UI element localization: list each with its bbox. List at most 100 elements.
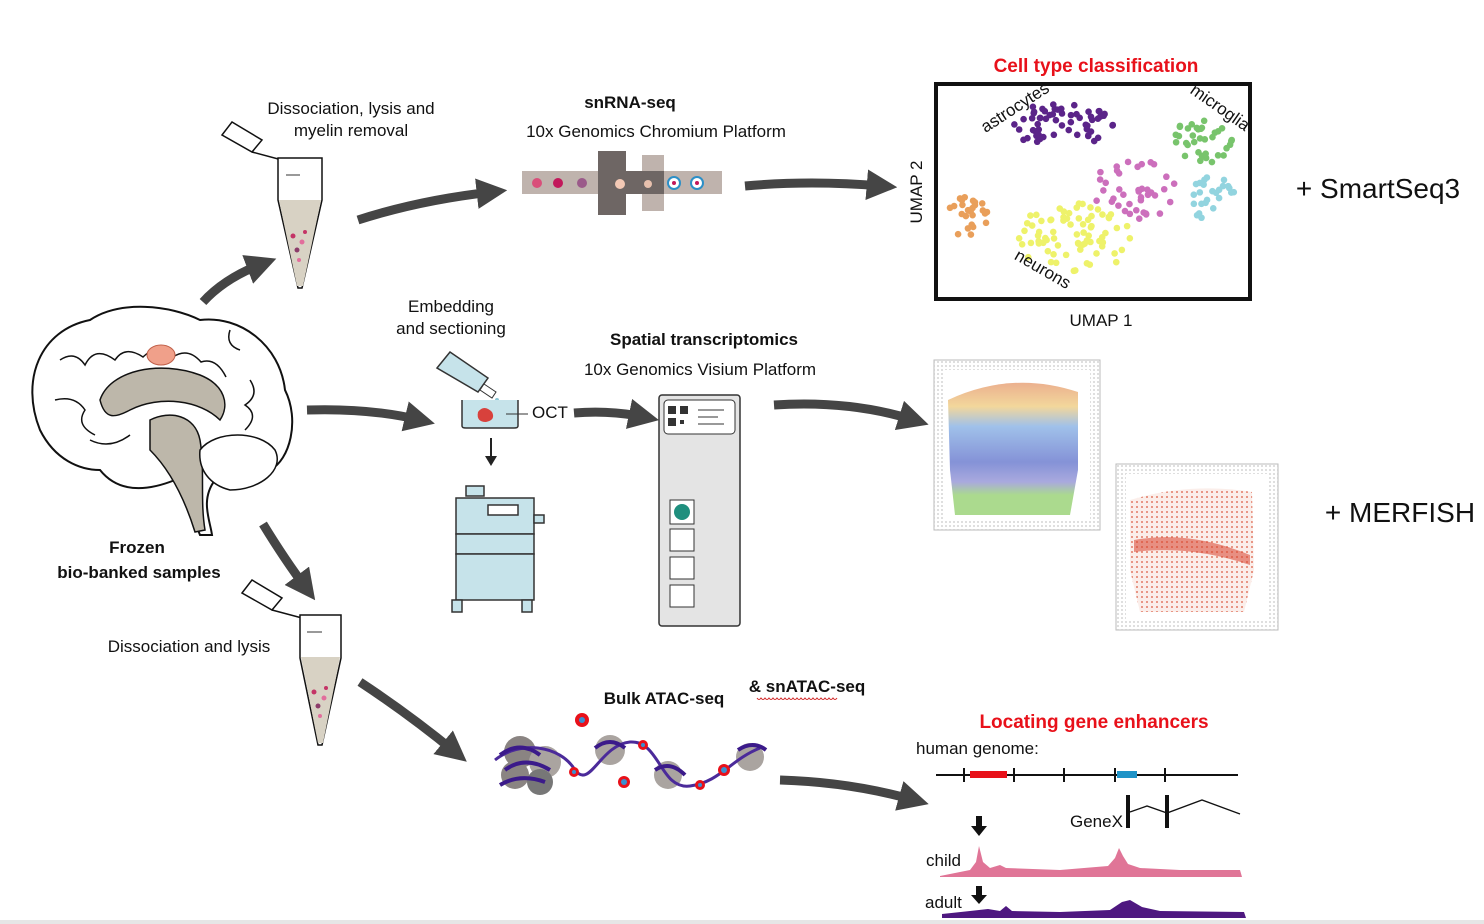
umap-cell-point xyxy=(1096,107,1103,115)
umap-title: Cell type classification xyxy=(994,56,1199,77)
umap-cell-point xyxy=(979,207,987,214)
umap-cell-point xyxy=(1201,176,1208,184)
umap-cell-point xyxy=(1046,111,1054,119)
umap-cell-point xyxy=(1027,212,1034,219)
arrow-brain-to-embedding xyxy=(306,401,435,432)
umap-cell-point xyxy=(1021,227,1028,235)
umap-cell-point xyxy=(1054,106,1062,113)
umap-cell-point xyxy=(1034,232,1042,239)
umap-cell-point xyxy=(1190,200,1198,208)
umap-cell-point xyxy=(1085,108,1092,116)
tube-top-icon xyxy=(220,121,323,289)
umap-cell-point xyxy=(982,219,990,227)
umap-cell-point xyxy=(967,207,974,215)
umap-cell-point xyxy=(1096,176,1104,183)
umap-cell-point xyxy=(1156,210,1164,217)
umap-cell-point xyxy=(1144,186,1151,193)
umap-cell-point xyxy=(1198,214,1205,222)
umap-cell-point xyxy=(1097,168,1104,176)
umap-cell-point xyxy=(1058,122,1066,129)
umap-cell-point xyxy=(1076,114,1083,122)
umap-cell-point xyxy=(1203,196,1211,204)
umap-cell-point xyxy=(1196,135,1204,142)
umap-cell-point xyxy=(1020,115,1027,123)
umap-cell-point xyxy=(1190,191,1198,199)
umap-cell-point xyxy=(1049,228,1057,236)
umap-cell-point xyxy=(978,200,986,207)
umap-cell-point xyxy=(1070,101,1078,109)
umap-cell-point xyxy=(1184,141,1191,149)
umap-cell-point xyxy=(1088,116,1096,124)
umap-cell-point xyxy=(1113,167,1121,175)
oct-bottle-icon xyxy=(435,350,499,402)
umap-cell-point xyxy=(1083,260,1091,267)
umap-cell-point xyxy=(1147,159,1155,166)
umap-cell-point xyxy=(1070,267,1078,275)
cryostat-icon xyxy=(451,485,545,613)
umap-cell-point xyxy=(1050,250,1057,258)
embedding-mold-icon xyxy=(461,400,528,429)
top-step-label-line1: Dissociation, lysis and xyxy=(267,99,434,118)
umap-cell-point xyxy=(1073,231,1081,238)
track-label-adult: adult xyxy=(925,893,962,912)
umap-cell-point xyxy=(1087,224,1095,231)
umap-cell-point xyxy=(1080,229,1087,236)
source-label-line2: bio-banked samples xyxy=(57,563,220,582)
umap-cell-point xyxy=(961,193,969,201)
arrow-brain-to-lower-tube xyxy=(259,521,316,601)
arrow-visium-to-spatial xyxy=(773,399,929,431)
umap-cell-point xyxy=(1184,125,1192,132)
umap-cell-point xyxy=(1198,200,1205,208)
track-label-child: child xyxy=(926,851,961,870)
umap-cell-point xyxy=(1044,247,1052,255)
brain-gyri-icon xyxy=(54,329,255,445)
umap-cell-point xyxy=(1099,211,1106,218)
snrna-title: snRNA-seq xyxy=(584,93,676,112)
umap-cell-point xyxy=(1047,258,1055,266)
umap-cell-point xyxy=(1214,127,1222,135)
umap-cell-point xyxy=(1075,215,1083,222)
umap-cell-point xyxy=(1028,114,1036,122)
umap-cell-point xyxy=(1067,221,1074,228)
umap-cell-point xyxy=(1170,180,1178,188)
umap-cell-point xyxy=(1050,101,1057,108)
umap-cell-point xyxy=(1102,179,1110,187)
umap-cell-point xyxy=(1027,239,1035,247)
umap-cell-point xyxy=(1041,107,1049,115)
umap-cell-point xyxy=(1224,182,1232,190)
brainstem-icon xyxy=(149,414,206,533)
umap-cell-point xyxy=(1087,238,1094,246)
arrow-tube-to-atac xyxy=(357,678,467,762)
oct-label: OCT xyxy=(532,403,568,422)
umap-cell-point xyxy=(1030,109,1038,117)
umap-cell-point xyxy=(1151,192,1159,199)
tube-bottom-icon xyxy=(240,579,342,746)
lower-step-label: Dissociation and lysis xyxy=(108,637,271,656)
umap-cell-point xyxy=(1065,126,1073,134)
umap-cell-point xyxy=(1101,110,1108,118)
umap-cell-point xyxy=(1212,189,1220,197)
umap-cell-point xyxy=(967,231,975,238)
umap-cell-point xyxy=(1073,131,1081,139)
atac-title: Bulk ATAC-seq xyxy=(604,689,725,708)
spellcheck-underline xyxy=(756,697,838,700)
umap-cell-point xyxy=(1054,242,1062,249)
umap-cell-point xyxy=(1067,118,1075,126)
arrow-down-small-head xyxy=(485,456,497,466)
umap-cell-point xyxy=(1058,110,1066,117)
umap-cell-point xyxy=(1029,103,1037,111)
umap-cell-point xyxy=(1011,121,1018,128)
umap-cell-point xyxy=(1084,122,1091,130)
arrow-oct-to-visium xyxy=(573,398,659,429)
umap-cell-point xyxy=(1067,111,1075,119)
adult-signal-track xyxy=(942,900,1246,918)
visium-slide-icon xyxy=(658,394,741,627)
umap-xlabel: UMAP 1 xyxy=(1070,311,1133,330)
umap-cell-point xyxy=(1023,219,1031,227)
umap-cell-point xyxy=(1176,123,1184,131)
embedding-label-line1: Embedding xyxy=(408,297,494,316)
umap-cell-point xyxy=(1024,253,1032,261)
embedding-label-line2: and sectioning xyxy=(396,319,506,338)
smartseq3-addon: + SmartSeq3 xyxy=(1296,173,1460,204)
